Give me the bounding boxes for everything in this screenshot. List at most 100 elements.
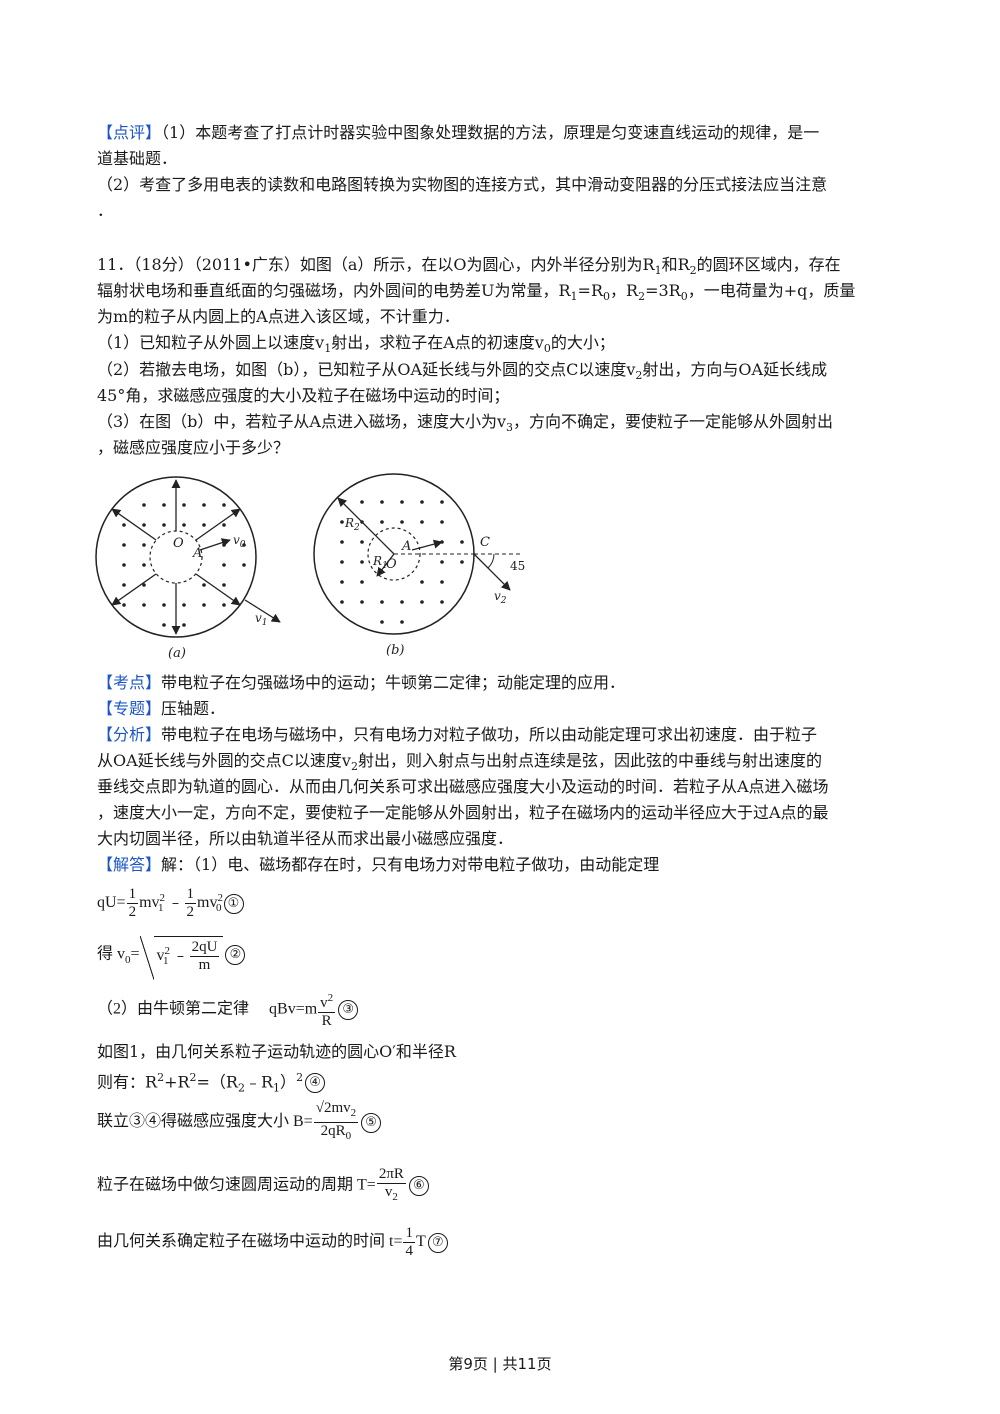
zhuanti-text: 压轴题． — [161, 699, 226, 718]
kaodian-tag: 【考点】 — [97, 673, 162, 692]
field-dot — [142, 563, 146, 567]
fenxi-line-4: ，速度大小一定，方向不定，要使粒子一定能够从外圆射出，粒子在磁场内的运动半径应大… — [97, 803, 829, 822]
zhuanti-tag: 【专题】 — [97, 699, 162, 718]
angle-arc — [487, 553, 495, 569]
problem-text-2c: ，R — [610, 281, 639, 300]
zeyou-a: 则有：R — [97, 1072, 158, 1092]
question-3: （3）在图（b）中，若粒子从A点进入磁场，速度大小为v3，方向不确定，要使粒子一… — [97, 412, 834, 435]
eq2-prefix: 得 — [97, 945, 114, 963]
problem-text-2b: =R — [577, 281, 603, 300]
field-dot — [202, 583, 206, 587]
field-dot — [340, 560, 344, 564]
field-dot — [420, 580, 424, 584]
field-dot — [440, 500, 444, 504]
field-dot — [340, 580, 344, 584]
problem-line-3: 为m的粒子从内圆上的A点进入该区域，不计重力． — [97, 307, 460, 326]
field-dot — [202, 603, 206, 607]
jieda-tag: 【解答】 — [97, 855, 162, 874]
circle-5: ⑤ — [361, 1112, 382, 1133]
zeyou-e: ） — [280, 1072, 297, 1092]
field-dot — [142, 503, 146, 507]
physics-figure: O A v0 v1 (a) O A C R2 R1 45 v2 (b) — [95, 473, 525, 661]
problem-text-1c: 的圆环区域内，存在 — [696, 255, 841, 274]
q2-text-b: 射出，方向与OA延长线成 — [642, 360, 828, 379]
fenxi-tag: 【分析】 — [97, 725, 162, 744]
fenxi-text-2a: 从OA延长线与外圆的交点C以速度v — [97, 751, 351, 770]
q2-text-a: （2）若撤去电场，如图（b），已知粒子从OA延长线与外圆的交点C以速度v — [97, 360, 636, 379]
problem-text-1a: 11．（18分）（2011•广东）如图（a）所示，在以O为圆心，内外半径分别为R — [97, 255, 655, 274]
review-line-2: 道基础题． — [97, 149, 178, 168]
field-dot — [222, 563, 226, 567]
circle-2: ② — [225, 945, 246, 965]
field-dot — [202, 503, 206, 507]
field-dot — [182, 603, 186, 607]
field-dot — [400, 500, 404, 504]
field-dot — [122, 543, 126, 547]
circle-1: ① — [223, 893, 244, 914]
field-dot — [222, 543, 226, 547]
fenxi-line-5: 大内切圆半径，所以由轨道半径从而求出最小磁感应强度． — [97, 829, 514, 848]
review-tag: 【点评】 — [97, 123, 162, 142]
field-dot — [400, 600, 404, 604]
radial-arrow — [111, 508, 157, 541]
review-line-1: 【点评】（1）本题考查了打点计时器实验中图象处理数据的方法，原理是匀变速直线运动… — [97, 121, 819, 145]
field-dot — [380, 520, 384, 524]
field-dots-a — [122, 503, 246, 627]
field-dot — [222, 523, 226, 527]
field-dot — [340, 520, 344, 524]
field-dot — [440, 560, 444, 564]
jieda-line: 【解答】解：（1）电、磁场都存在时，只有电场力对带电粒子做功，由动能定理 — [97, 853, 659, 877]
label-R2: R2 — [344, 516, 360, 533]
fig1-line: 如图1，由几何关系粒子运动轨迹的圆心O′和半径R — [97, 1042, 456, 1061]
field-dot — [222, 503, 226, 507]
field-dot — [360, 540, 364, 544]
q1-text-b: 射出，求粒子在A点的初速度v — [331, 333, 544, 352]
field-dot — [380, 500, 384, 504]
field-dot — [162, 603, 166, 607]
review-line-4: ． — [97, 201, 114, 220]
v1-arrow — [244, 599, 281, 623]
q1-text-c: 的大小； — [550, 333, 615, 352]
caption-b: (b) — [386, 643, 404, 658]
field-dot — [440, 600, 444, 604]
question-2-cont: 45°角，求磁感应强度的大小及粒子在磁场中运动的时间； — [97, 386, 510, 405]
problem-text-2a: 辐射状电场和垂直纸面的匀强磁场，内外圆间的电势差U为常量，R — [97, 281, 571, 300]
field-dot — [142, 583, 146, 587]
field-dot — [360, 560, 364, 564]
radial-arrow — [195, 573, 241, 606]
inner-circle-b — [367, 527, 421, 581]
kaodian-text: 带电粒子在匀强磁场中的运动；牛顿第二定律；动能定理的应用． — [161, 673, 626, 692]
field-dot — [380, 620, 384, 624]
field-dot — [222, 583, 226, 587]
fenxi-text-1: 带电粒子在电场与磁场中，只有电场力对粒子做功，所以由动能定理可求出初速度．由于粒… — [161, 725, 818, 744]
field-dot — [400, 620, 404, 624]
field-dot — [460, 560, 464, 564]
field-dot — [202, 523, 206, 527]
q3-text-a: （3）在图（b）中，若粒子从A点进入磁场，速度大小为v — [97, 412, 507, 431]
field-dot — [420, 520, 424, 524]
figure-b: O A C R2 R1 45 v2 (b) — [313, 473, 525, 658]
field-dot — [182, 523, 186, 527]
circle-4: ④ — [305, 1072, 326, 1093]
q3-text-b: ，方向不确定，要使粒子一定能够从外圆射出 — [513, 412, 834, 431]
figure-a: O A v0 v1 (a) — [95, 476, 281, 661]
zeyou-b: +R — [164, 1072, 190, 1092]
label-v1: v1 — [255, 611, 268, 628]
label-O-b: O — [386, 557, 397, 572]
field-dot — [162, 503, 166, 507]
field-dot — [142, 523, 146, 527]
field-dot — [122, 563, 126, 567]
field-dot — [142, 603, 146, 607]
label-C: C — [480, 535, 490, 550]
problem-line-2: 辐射状电场和垂直纸面的匀强磁场，内外圆间的电势差U为常量，R1=R0，R2=3R… — [97, 281, 856, 304]
field-dot — [182, 623, 186, 627]
fenxi-text-2b: 射出，则入射点与出射点连续是弦，因此弦的中垂线与射出速度的 — [357, 751, 822, 770]
problem-text-1b: 和R — [661, 255, 690, 274]
field-dot — [380, 600, 384, 604]
q1-text-a: （1）已知粒子从外圆上以速度v — [97, 333, 325, 352]
part2-text: （2）由牛顿第二定律 — [97, 1000, 250, 1018]
jieda-text: 解：（1）电、磁场都存在时，只有电场力对带电粒子做功，由动能定理 — [161, 855, 660, 874]
